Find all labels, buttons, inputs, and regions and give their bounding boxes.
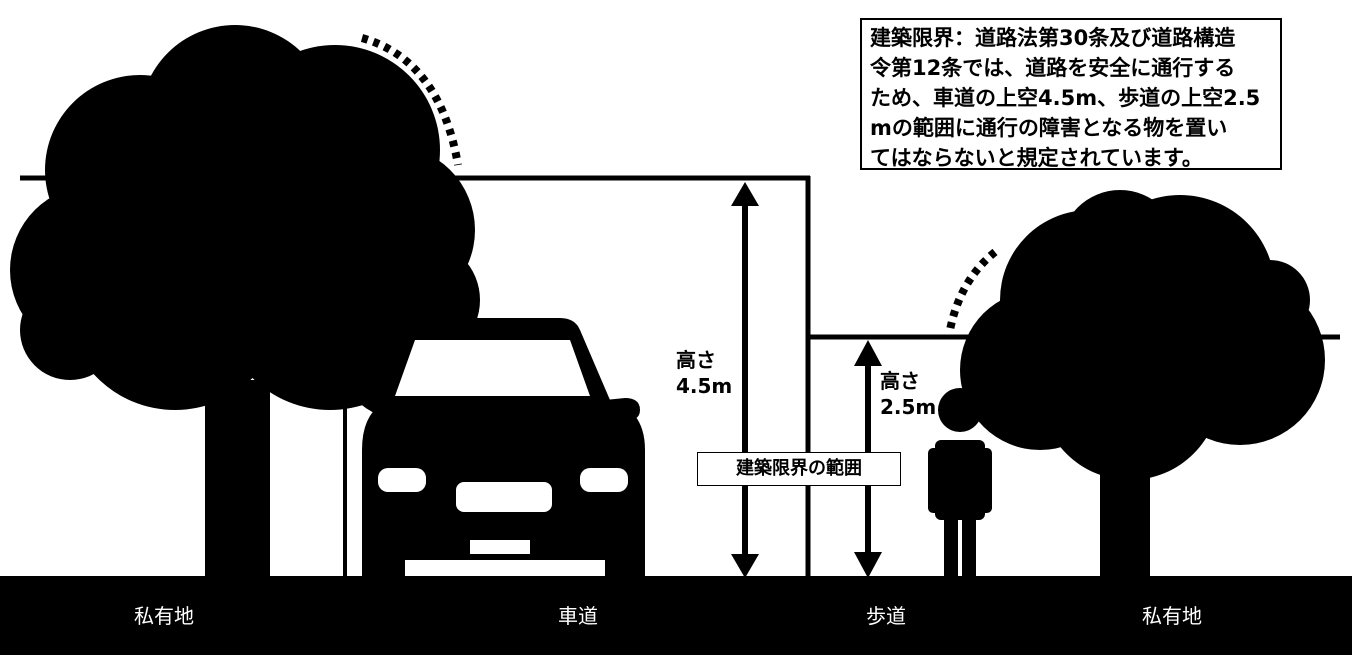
- arrow-icon: [731, 182, 882, 578]
- note-line: てはならないと規定されています。: [870, 146, 1203, 170]
- tree-right-icon: [960, 190, 1325, 580]
- ground-label-sidewalk: 歩道: [866, 604, 906, 628]
- clearance-range-label: 建築限界の範囲: [697, 452, 901, 486]
- sidewalk-height-label: 高さ 2.5m: [880, 368, 936, 420]
- sidewalk-height-value: 2.5m: [880, 395, 937, 419]
- car-icon: [362, 318, 645, 580]
- ground-label-private-left: 私有地: [134, 604, 194, 628]
- roadway-height-word: 高さ: [676, 348, 716, 372]
- note-line: 令第12条では、道路を安全に通行する: [870, 56, 1236, 80]
- tree-left-canopy-outline: [360, 34, 462, 166]
- roadway-height-value: 4.5m: [676, 374, 733, 398]
- note-line: ため、車道の上空4.5m、歩道の上空2.5: [870, 86, 1261, 110]
- sidewalk-height-word: 高さ: [880, 369, 920, 393]
- construction-limit-note: 建築限界：道路法第30条及び道路構造 令第12条では、道路を安全に通行する ため…: [860, 18, 1282, 170]
- note-line: 建築限界：道路法第30条及び道路構造: [870, 26, 1236, 50]
- ground-label-roadway: 車道: [558, 604, 598, 628]
- tree-left-icon: [10, 25, 480, 580]
- ground-band: [0, 576, 1352, 655]
- ground-label-private-right: 私有地: [1142, 604, 1202, 628]
- note-line: mの範囲に通行の障害となる物を置い: [870, 116, 1228, 140]
- roadway-height-label: 高さ 4.5m: [676, 347, 732, 399]
- person-icon: [928, 388, 992, 580]
